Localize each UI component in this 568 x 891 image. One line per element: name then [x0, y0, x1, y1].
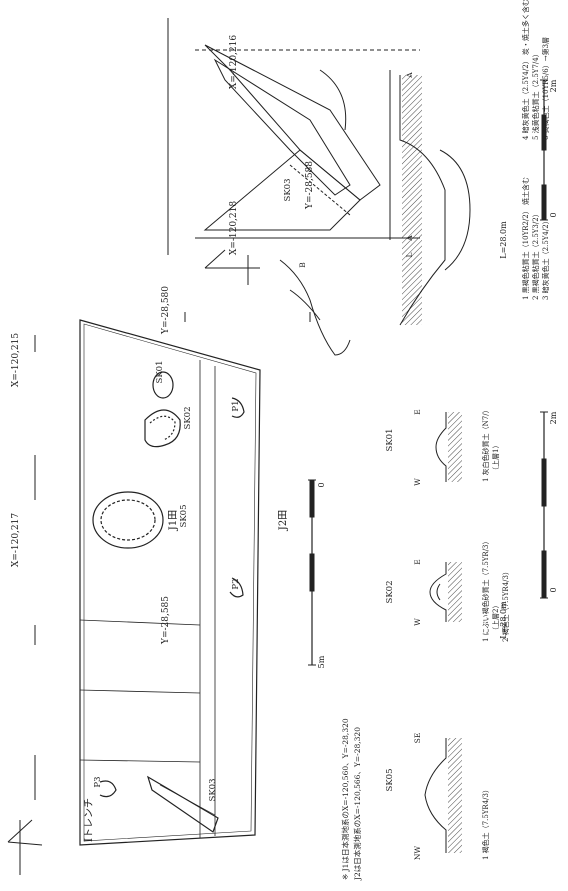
- mark-sk01-e: E: [413, 409, 422, 414]
- plan-scale-bar: [308, 479, 316, 666]
- small-legends: 1 灰白色砂質土（N7/） （上層1） 1 にぶい褐色砂質土（7.5YR/3） …: [481, 406, 510, 860]
- field-j2: J2田: [278, 510, 289, 531]
- sk03-scale-max: 2m: [549, 79, 558, 92]
- trench-labels: Iトレンチ J1田 J2田: [83, 510, 289, 842]
- sk03-profile-outline: [279, 259, 351, 356]
- sk05-section: [424, 738, 462, 853]
- section-level: L=28.0m: [499, 601, 508, 639]
- sk03-legend-5: 5 浅黄色粘質土（2.5Y7/4）: [531, 50, 540, 140]
- coord-y-28580: Y=-28,580: [161, 286, 171, 335]
- p1-pit: [231, 397, 245, 418]
- label-sk03-trench: SK03: [208, 779, 218, 802]
- mark-sk03-a2: A: [405, 72, 414, 79]
- sk03-dashed-edge: [289, 164, 351, 216]
- sk03-curve: [319, 69, 347, 131]
- p3-pit: [99, 780, 117, 798]
- sk01-legend-2: （上層1）: [491, 442, 500, 474]
- sk05-pit: [92, 491, 164, 549]
- label-sk02-section: SK02: [385, 581, 395, 604]
- section-scale-max: 2m: [549, 411, 558, 424]
- sk02-section: [429, 562, 462, 622]
- trench-plan: [79, 319, 261, 846]
- mark-sk05-nw: NW: [413, 846, 422, 861]
- p2-pit: [229, 577, 244, 598]
- mark-sk05-se: SE: [413, 733, 422, 744]
- plan-scale-max: 5m: [317, 655, 326, 668]
- sk03-in-trench: [146, 775, 219, 833]
- mark-sk03-b: B: [298, 262, 307, 268]
- sk03-section: [399, 75, 471, 326]
- sk03-profile-layer: [289, 289, 321, 321]
- sk01-legend-1: 1 灰白色砂質土（N7/）: [481, 406, 490, 482]
- label-sk01: SK01: [155, 361, 165, 384]
- coord-y-28585: Y=-28,585: [161, 596, 171, 645]
- label-sk01-section: SK01: [385, 429, 395, 452]
- sk03-plan: [167, 18, 420, 255]
- sk02-legend-1: 1 にぶい褐色砂質土（7.5YR/3）: [481, 537, 490, 642]
- field-j1: J1田: [168, 510, 179, 531]
- sk01-pit: [152, 371, 174, 399]
- mark-sk03-l: L: [405, 252, 414, 257]
- sk03-in-trench-line: [159, 784, 216, 816]
- sk03-scale-zero: 0: [549, 212, 558, 217]
- sk03-pit: [203, 149, 361, 231]
- mark-sk02-e: E: [413, 559, 422, 564]
- trench-inner: [83, 323, 257, 842]
- footnote: ※ J1は日本測地系のX=-120,560、Y=-28,320 J2は日本測地系…: [340, 718, 362, 881]
- sk02-legend-2: （上層2）: [491, 602, 500, 634]
- sk05-inner: [100, 499, 156, 541]
- footnote-line-2: J2は日本測地系のX=-120,566、Y=-28,320: [352, 727, 362, 881]
- trench-grid-marks: [34, 312, 311, 800]
- sk03-section-profile: [399, 75, 446, 326]
- north-arrow-upper: [204, 249, 260, 285]
- coordinate-labels: X=-120,216 X=-120,218 Y=-28,588 X=-120,2…: [11, 35, 315, 645]
- coord-x-120218: X=-120,218: [229, 201, 239, 255]
- footnote-line-1: ※ J1は日本測地系のX=-120,560、Y=-28,320: [340, 718, 350, 880]
- sk03-legend-3: 3 暗灰黄色土（2.5Y4/2）: [541, 217, 550, 300]
- trench-section-line: [79, 619, 201, 626]
- sk05-legend-1: 1 褐色土（7.5YR4/3）: [481, 786, 490, 860]
- label-sk02: SK02: [183, 407, 193, 430]
- label-sk05-section: SK05: [385, 769, 395, 792]
- label-sk03-plan: SK03: [283, 179, 293, 202]
- section-mark-labels: W E W E NW SE A A B L: [298, 72, 422, 860]
- section-scale-zero: 0: [549, 587, 558, 592]
- plan-scale-zero: 0: [317, 482, 326, 487]
- sk03-section-hatch: [402, 75, 422, 325]
- sk03-legend-6: 6 黄褐色土（10YR5/6）→第3層: [541, 37, 550, 140]
- sk03-section-layer: [439, 149, 471, 271]
- trench-outline: [79, 319, 261, 846]
- sk02-pit: [144, 409, 181, 448]
- coord-x-120217: X=-120,217: [11, 513, 21, 567]
- coord-x-120216: X=-120,216: [229, 35, 239, 89]
- section-scale-bar: [540, 411, 548, 599]
- sk03-profile-b: [279, 259, 351, 356]
- trench-section-line-3: [79, 759, 201, 763]
- sk03-legend-4: 4 暗灰黄色土（2.5Y4/2） 炭・焼土多く含む: [521, 0, 530, 140]
- sk03-legend: 1 黒褐色粘質土（10YR2/2） 焼土含む 2 黒褐色粘質土（2.5Y3/2）…: [521, 0, 550, 300]
- sk02-inner: [149, 415, 176, 441]
- label-p3: P3: [93, 776, 103, 787]
- mark-sk01-w: W: [413, 478, 422, 486]
- coord-y-28588: Y=-28,588: [305, 161, 315, 210]
- sk03-inner: [213, 58, 351, 196]
- trench-title: Iトレンチ: [83, 798, 95, 842]
- sk01-section: [435, 412, 462, 482]
- coord-x-120215: X=-120,215: [11, 333, 21, 387]
- label-p1: P1: [231, 400, 241, 411]
- label-p2: P2: [231, 578, 241, 589]
- feature-labels: SK01 SK02 SK05 SK03 SK03 P1 P2 P3 SK01 S…: [93, 179, 395, 802]
- north-arrow-lower: [7, 819, 43, 875]
- scale-labels: 0 5m 0 2m L=28.0m 0 2m L=28.0m: [317, 79, 558, 668]
- trench-section-line-2: [79, 689, 201, 694]
- mark-sk02-w: W: [413, 618, 422, 626]
- sk03-legend-2: 2 黒褐色粘質土（2.5Y3/2）: [531, 210, 540, 300]
- sk03-section-scale-bar: [540, 79, 548, 221]
- mark-sk03-a: A: [405, 235, 414, 242]
- sk02-legend-3: 2 褐色土（7.5YR4/3）: [501, 568, 510, 642]
- sk03-legend-1: 1 黒褐色粘質土（10YR2/2） 焼土含む: [521, 177, 530, 300]
- label-sk05: SK05: [179, 505, 189, 528]
- sk03-level: L=28.0m: [499, 221, 508, 259]
